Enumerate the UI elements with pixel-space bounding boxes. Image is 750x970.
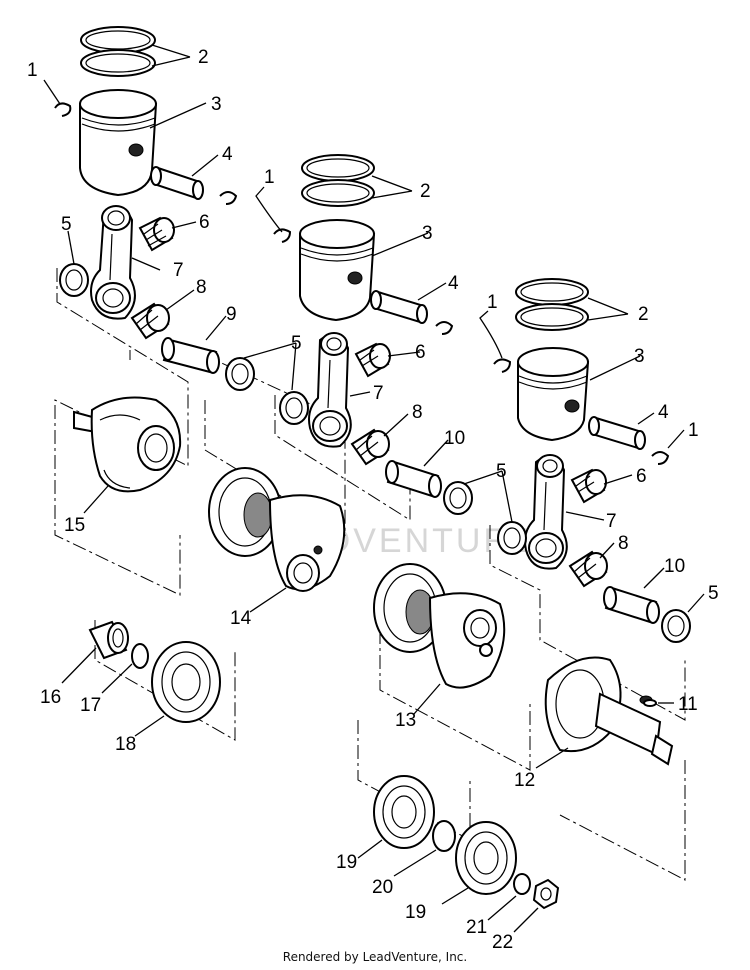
footer-credit: Rendered by LeadVenture, Inc. (282, 950, 468, 964)
callout-6: 6 (415, 342, 426, 363)
piston-group-1 (54, 26, 238, 205)
callout-7: 7 (173, 260, 184, 281)
callout-7: 7 (606, 511, 617, 532)
callout-9: 9 (226, 304, 237, 325)
callout-3: 3 (211, 94, 222, 115)
thrust-washer (443, 481, 473, 515)
callout-5: 5 (61, 214, 72, 235)
circlip (273, 228, 292, 243)
callout-4: 4 (658, 402, 669, 423)
callout-11: 11 (678, 694, 698, 715)
needle-bearing (350, 428, 390, 466)
thrust-washer (661, 609, 691, 643)
callout-16: 16 (40, 687, 61, 708)
callout-19: 19 (336, 852, 357, 873)
snap-ring (432, 820, 456, 852)
callout-12: 12 (514, 770, 535, 791)
piston-ring (80, 49, 156, 77)
piston-ring (515, 303, 589, 331)
crankshaft-end-right (544, 656, 674, 766)
callout-6: 6 (199, 212, 210, 233)
woodruff-key (643, 699, 657, 707)
bearing-group-left (88, 620, 221, 723)
circlip (219, 191, 238, 205)
piston-ring (301, 179, 375, 207)
callout-15: 15 (64, 515, 85, 536)
connecting-rod-1 (59, 205, 255, 391)
piston (299, 233, 376, 322)
callout-8: 8 (412, 402, 423, 423)
callout-20: 20 (372, 877, 393, 898)
thrust-washer (279, 391, 309, 425)
circlip (493, 358, 512, 373)
connecting-rod-2 (279, 332, 473, 515)
needle-bearing (568, 550, 608, 588)
callout-5: 5 (708, 583, 719, 604)
thrust-washer (225, 357, 255, 391)
callout-22: 22 (492, 932, 513, 953)
needle-bearing (130, 302, 170, 340)
callout-19: 19 (405, 902, 426, 923)
snap-ring (131, 643, 149, 669)
callout-8: 8 (196, 277, 207, 298)
thrust-washer (497, 521, 527, 555)
callout-1: 1 (264, 167, 275, 188)
callout-4: 4 (448, 273, 459, 294)
crankshaft-section-14 (208, 467, 346, 592)
callout-10: 10 (444, 428, 465, 449)
circlip (435, 321, 454, 335)
callout-17: 17 (80, 695, 101, 716)
callout-21: 21 (466, 917, 487, 938)
callout-4: 4 (222, 144, 233, 165)
callout-6: 6 (636, 466, 647, 487)
needle-bearing (354, 342, 391, 378)
callout-1: 1 (688, 420, 699, 441)
hex-nut (532, 878, 560, 910)
callout-7: 7 (373, 383, 384, 404)
washer (513, 873, 531, 895)
piston-group-3 (493, 278, 670, 465)
needle-bearing (138, 216, 175, 252)
crankshaft-end-left (73, 396, 182, 493)
needle-bearing (570, 468, 607, 504)
ball-bearing (151, 641, 221, 723)
thrust-washer (59, 263, 89, 297)
callout-2: 2 (420, 181, 431, 202)
crankshaft-section-13 (373, 563, 506, 689)
callout-2: 2 (198, 47, 209, 68)
callout-1: 1 (27, 60, 38, 81)
callout-3: 3 (634, 346, 645, 367)
callout-8: 8 (618, 533, 629, 554)
callout-labels: 1 2 3 4 1 2 3 4 1 2 3 4 1 6 6 6 7 7 7 5 … (27, 47, 719, 953)
callout-13: 13 (395, 710, 416, 731)
callout-5: 5 (496, 461, 507, 482)
bearing-group-right (373, 699, 657, 910)
connecting-rod-3 (497, 454, 691, 643)
callout-14: 14 (230, 608, 252, 629)
callout-2: 2 (638, 304, 649, 325)
callout-5: 5 (291, 333, 302, 354)
callout-18: 18 (115, 734, 136, 755)
piston-group-2 (273, 154, 454, 335)
circlip (54, 102, 72, 117)
callout-10: 10 (664, 556, 685, 577)
callout-3: 3 (422, 223, 433, 244)
leader-lines (43, 44, 705, 933)
circlip (651, 451, 670, 465)
callout-1: 1 (487, 292, 498, 313)
